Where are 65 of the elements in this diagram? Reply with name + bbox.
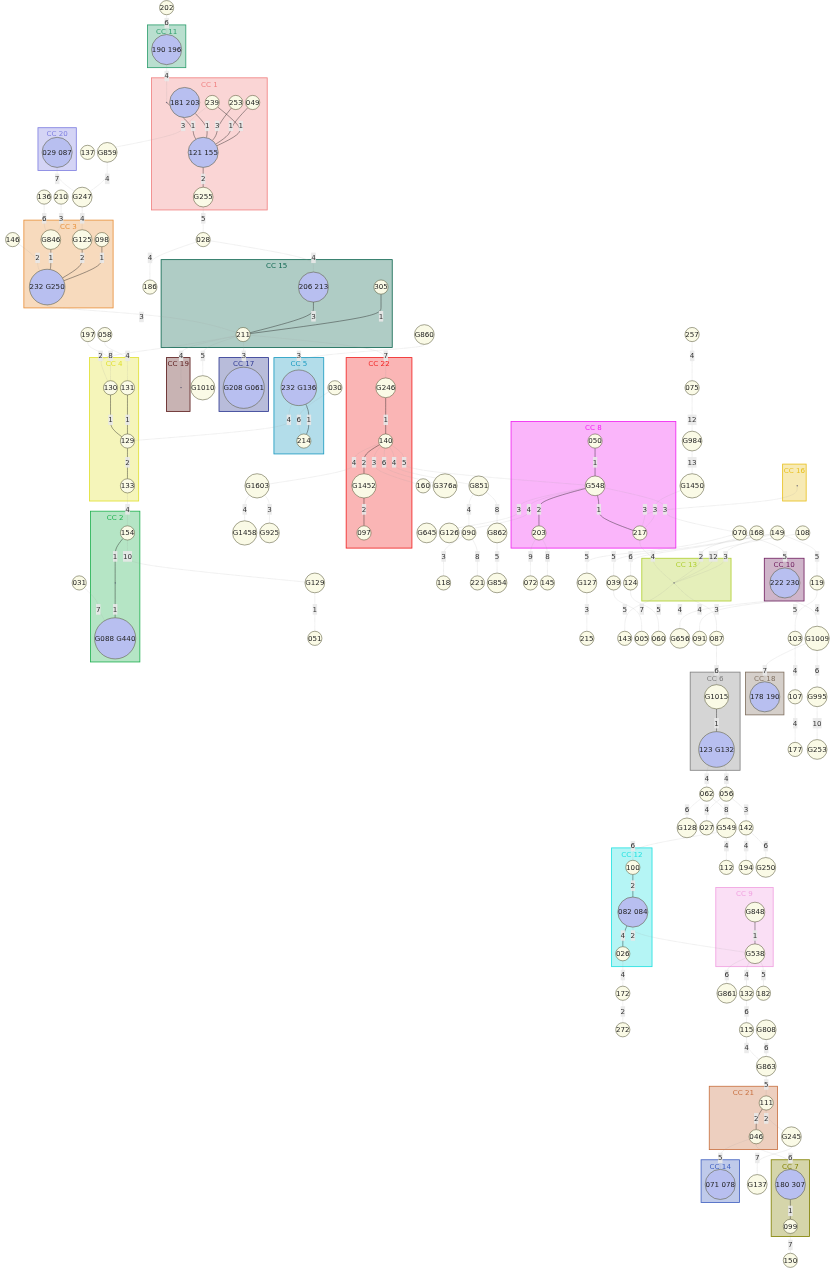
connector bbox=[757, 1146, 792, 1175]
connector bbox=[679, 596, 779, 629]
connector bbox=[384, 447, 434, 484]
connector bbox=[443, 536, 464, 576]
connector bbox=[764, 643, 807, 682]
connector bbox=[632, 828, 740, 861]
node-circle bbox=[180, 387, 182, 389]
connector bbox=[639, 539, 675, 583]
connector bbox=[756, 1143, 791, 1170]
connector bbox=[149, 241, 197, 281]
connector bbox=[180, 335, 237, 388]
node-circle bbox=[673, 582, 675, 584]
connector bbox=[642, 486, 798, 527]
connector bbox=[586, 534, 734, 574]
connector bbox=[57, 167, 75, 192]
connector bbox=[530, 539, 536, 576]
node-circle bbox=[796, 485, 798, 487]
connector bbox=[706, 765, 710, 788]
connector bbox=[674, 534, 750, 583]
connector bbox=[630, 589, 659, 632]
connector bbox=[87, 341, 111, 381]
connector bbox=[783, 535, 818, 576]
connector bbox=[644, 490, 682, 529]
connector bbox=[724, 765, 727, 788]
connector bbox=[210, 240, 314, 273]
connector bbox=[486, 492, 498, 524]
connector bbox=[47, 304, 237, 333]
connector bbox=[746, 1036, 760, 1060]
connector bbox=[250, 335, 386, 379]
connector bbox=[468, 494, 474, 526]
connector bbox=[720, 1138, 750, 1170]
connector bbox=[104, 341, 128, 381]
connector bbox=[127, 539, 306, 583]
node-circle bbox=[166, 101, 168, 104]
connector bbox=[632, 927, 746, 953]
connector bbox=[674, 583, 717, 632]
connector bbox=[674, 534, 771, 583]
connector bbox=[84, 587, 105, 621]
connector bbox=[134, 404, 293, 441]
connector bbox=[760, 961, 764, 987]
connector bbox=[18, 243, 40, 272]
connector bbox=[674, 534, 796, 583]
connector bbox=[613, 589, 642, 632]
connector bbox=[101, 335, 237, 382]
connector bbox=[244, 495, 250, 521]
connector bbox=[706, 798, 721, 821]
connector bbox=[374, 446, 417, 484]
connector bbox=[56, 204, 62, 233]
connector bbox=[298, 344, 425, 371]
connector bbox=[624, 582, 675, 632]
connector bbox=[202, 336, 237, 376]
connector bbox=[391, 444, 586, 486]
connector bbox=[751, 832, 766, 858]
connector bbox=[269, 443, 380, 485]
connector bbox=[746, 535, 786, 568]
connector bbox=[746, 961, 750, 987]
connector bbox=[731, 798, 747, 821]
connector bbox=[44, 204, 47, 231]
connector bbox=[90, 162, 108, 192]
connector bbox=[766, 1109, 784, 1132]
connector bbox=[604, 487, 733, 532]
connector bbox=[726, 957, 747, 984]
connector bbox=[542, 539, 548, 576]
connector bbox=[795, 589, 818, 632]
connector bbox=[472, 539, 478, 576]
